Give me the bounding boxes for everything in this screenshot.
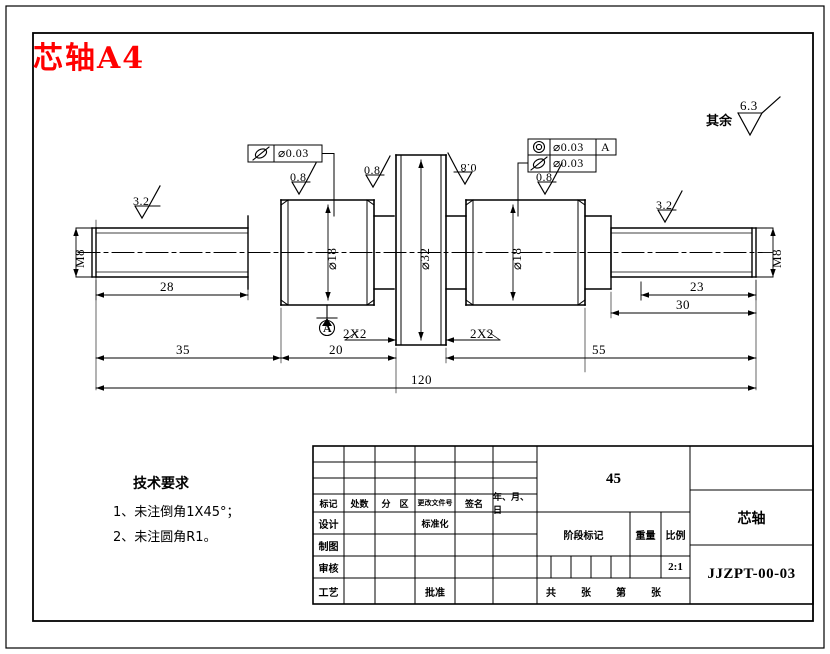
gdt-right-top-datum: A bbox=[601, 140, 611, 154]
tb-header-signature: 签名 bbox=[464, 499, 483, 510]
surface-finish-left-end: 3.2 bbox=[133, 194, 150, 208]
tb-header-count: 处数 bbox=[350, 499, 369, 510]
dim-55: 55 bbox=[592, 342, 606, 357]
tb-header-change-doc: 更改文件号 bbox=[417, 499, 453, 507]
tb-sheet-label-2: 第 bbox=[616, 587, 626, 599]
diameter-left-boss: ⌀18 bbox=[324, 247, 339, 270]
datum-triangle-icon bbox=[322, 318, 332, 326]
technical-requirements-heading: 技术要求 bbox=[133, 476, 189, 492]
surface-finish-left-boss: 0.8 bbox=[290, 170, 307, 184]
surface-finish-right-end: 3.2 bbox=[656, 198, 673, 212]
tb-role-check: 审核 bbox=[318, 563, 339, 575]
tb-header-date: 年、月、日 bbox=[493, 493, 530, 516]
tb-sheet-label-0: 共 bbox=[546, 587, 556, 599]
tb-role-draw: 制图 bbox=[318, 541, 339, 553]
tb-header-mark: 标记 bbox=[319, 499, 338, 510]
tb-scale-label: 比例 bbox=[665, 530, 686, 542]
dimension-arrowheads bbox=[96, 292, 756, 391]
left-mid-shaft bbox=[373, 215, 395, 290]
dim-120: 120 bbox=[411, 372, 432, 387]
right-thread-endface bbox=[751, 227, 757, 278]
tb-role-design: 设计 bbox=[318, 519, 339, 531]
extension-lines bbox=[95, 219, 757, 394]
tb-header-zone: 分 区 bbox=[381, 499, 409, 510]
dim-35: 35 bbox=[176, 342, 190, 357]
tb-role-process: 工艺 bbox=[318, 587, 339, 599]
gdt-frame-right bbox=[517, 138, 617, 217]
coaxiality-symbol-icon-left bbox=[252, 146, 270, 161]
datum-feature-label: A bbox=[323, 321, 333, 335]
technical-requirement-item-1: 1、未注倒角1X45°； bbox=[113, 505, 240, 520]
sheet-inner-border bbox=[32, 32, 814, 622]
center-boss-chamfer-lines bbox=[400, 154, 442, 346]
gdt-right-top-value: ⌀0.03 bbox=[553, 140, 584, 154]
surface-finish-center-left: 0.8 bbox=[364, 163, 381, 177]
right-thread-minor-lines bbox=[610, 232, 753, 273]
right-shaft-step bbox=[584, 215, 612, 290]
diameter-center-boss: ⌀32 bbox=[417, 247, 432, 270]
right-mid-shaft bbox=[445, 215, 467, 290]
diameter-dimension-lines bbox=[75, 159, 774, 341]
dim-23: 23 bbox=[690, 279, 704, 294]
tb-material: 45 bbox=[606, 470, 621, 487]
tb-approve-label: 批准 bbox=[425, 587, 445, 599]
diameter-right-boss: ⌀18 bbox=[509, 247, 524, 270]
gdt-frame-left bbox=[247, 144, 335, 217]
tb-drawing-number: JJZPT-00-03 bbox=[707, 566, 796, 582]
diameter-left-thread: M8 bbox=[72, 248, 87, 268]
left-thread-minor-lines bbox=[95, 232, 249, 273]
chamfer-right-label: 2X2 bbox=[470, 326, 494, 341]
concentricity-symbol-icon-right bbox=[532, 140, 546, 154]
diameter-right-thread: M8 bbox=[769, 248, 784, 268]
chamfer-left-label: 2X2 bbox=[343, 326, 367, 341]
dim-30: 30 bbox=[676, 297, 690, 312]
title-block-grid bbox=[312, 445, 814, 605]
sheet-outer-border bbox=[5, 5, 825, 649]
chamfer-leader-ticks bbox=[344, 330, 501, 341]
technical-requirement-item-2: 2、未注圆角R1。 bbox=[113, 530, 217, 545]
tb-stage-mark-label: 阶段标记 bbox=[563, 530, 604, 542]
diameter-arrowheads bbox=[73, 160, 776, 340]
surface-finish-leader-lines bbox=[134, 112, 763, 211]
surface-finish-center-right: 0.8 bbox=[460, 161, 477, 175]
tb-scale-value: 2:1 bbox=[668, 561, 683, 573]
surface-finish-icons bbox=[134, 96, 781, 224]
general-note-prefix: 其余 bbox=[706, 114, 733, 129]
surface-finish-right-boss: 0.8 bbox=[536, 170, 553, 184]
tb-part-name: 芯轴 bbox=[737, 510, 766, 527]
dim-28: 28 bbox=[160, 279, 174, 294]
general-note-roughness: 6.3 bbox=[740, 98, 758, 113]
center-boss-body bbox=[395, 154, 447, 346]
gdt-left-value: ⌀0.03 bbox=[278, 146, 309, 160]
dim-20: 20 bbox=[329, 342, 343, 357]
tb-sheet-label-3: 张 bbox=[651, 587, 661, 599]
tb-weight-label: 重量 bbox=[635, 530, 656, 542]
sheet-title: 芯轴A4 bbox=[33, 41, 146, 76]
gdt-right-bottom-value: ⌀0.03 bbox=[553, 156, 584, 170]
coaxiality-symbol-icon-right bbox=[530, 156, 548, 171]
tb-standardize-label: 标准化 bbox=[421, 519, 449, 530]
dimension-lines bbox=[95, 281, 757, 389]
tb-sheet-label-1: 张 bbox=[581, 587, 591, 599]
